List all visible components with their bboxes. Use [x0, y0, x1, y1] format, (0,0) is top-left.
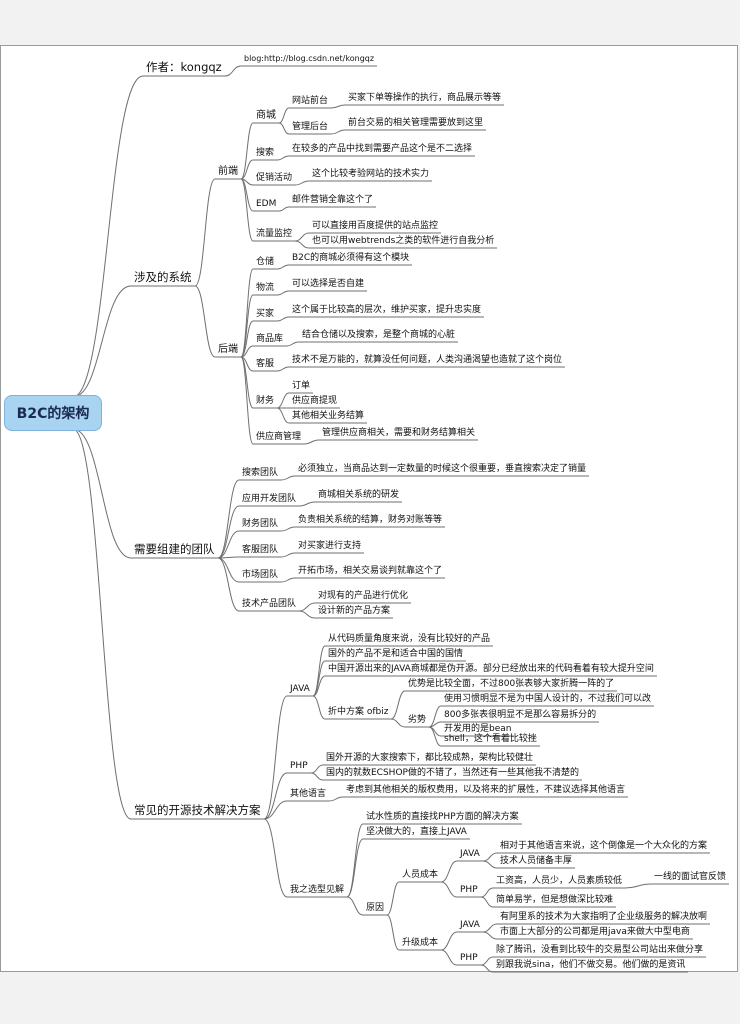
java-note-3[interactable]: 中国开源出来的JAVA商城都是伪开源。部分已经放出来的代码看着有较大提升空间 [328, 664, 654, 674]
traffic-note-1[interactable]: 可以直接用百度提供的站点监控 [312, 221, 439, 231]
ofbiz-con-4[interactable]: shell，这个看着比较挫 [444, 734, 537, 744]
upgrade-java-note-2[interactable]: 市面上大部分的公司都是用java来做大中型电商 [500, 927, 690, 937]
ofbiz-con-3[interactable]: 开发用的是bean [444, 724, 512, 734]
staff-java-node[interactable]: JAVA [460, 849, 480, 859]
team-service-note[interactable]: 对买家进行支持 [298, 541, 362, 551]
finance-item-2[interactable]: 供应商提现 [292, 396, 338, 406]
team-search-note[interactable]: 必须独立，当商品达到一定数量的时候这个很重要，垂直搜索决定了销量 [298, 464, 587, 474]
php-note-2[interactable]: 国内的就数ECSHOP做的不错了，当然还有一些其他我不清楚的 [326, 768, 579, 778]
storefront-note[interactable]: 买家下单等操作的执行，商品展示等等 [348, 93, 502, 103]
promo-node[interactable]: 促销活动 [256, 173, 293, 183]
backend-node[interactable]: 后端 [218, 344, 238, 355]
finance-node[interactable]: 财务 [256, 396, 275, 406]
supplier-node[interactable]: 供应商管理 [256, 432, 302, 442]
frontend-node[interactable]: 前端 [218, 166, 238, 177]
choice-note-1[interactable]: 试水性质的直接找PHP方面的解决方案 [366, 812, 519, 822]
buyer-note[interactable]: 这个属于比较高的层次，维护买家，提升忠实度 [292, 305, 482, 315]
finance-item-1[interactable]: 订单 [292, 381, 311, 391]
staff-php-note-1[interactable]: 工资高，人员少，人员素质较低 [496, 876, 623, 886]
choice-node[interactable]: 我之选型见解 [290, 885, 345, 895]
other-note[interactable]: 考虑到其他相关的版权费用，以及将来的扩展性，不建议选择其他语言 [346, 785, 626, 795]
author-node[interactable]: 作者：kongqz [146, 60, 222, 74]
staff-php-note-1-child[interactable]: 一线的面试官反馈 [654, 872, 727, 882]
team-search-node[interactable]: 搜索团队 [242, 468, 279, 478]
service-note[interactable]: 技术不是万能的，就算没任何问题，人类沟通渴望也造就了这个岗位 [292, 355, 563, 365]
promo-note[interactable]: 这个比较考验网站的技术实力 [312, 169, 430, 179]
logistics-note[interactable]: 可以选择是否自建 [292, 279, 365, 289]
admin-node[interactable]: 管理后台 [292, 122, 329, 132]
team-appdev-node[interactable]: 应用开发团队 [242, 494, 297, 504]
mindmap-canvas [0, 45, 738, 972]
ofbiz-con-2[interactable]: 800多张表很明显不是那么容易拆分的 [444, 710, 597, 720]
team-finance-node[interactable]: 财务团队 [242, 519, 279, 529]
warehouse-node[interactable]: 仓储 [256, 257, 275, 267]
mall-node[interactable]: 商城 [256, 110, 276, 121]
team-market-note[interactable]: 开拓市场，相关交易谈判就靠这个了 [298, 566, 443, 576]
reason-node[interactable]: 原因 [366, 903, 385, 913]
upgrade-java-node[interactable]: JAVA [460, 920, 480, 930]
finance-item-3[interactable]: 其他相关业务结算 [292, 411, 365, 421]
os-other-node[interactable]: 其他语言 [290, 789, 327, 799]
staff-php-node[interactable]: PHP [460, 885, 478, 895]
buyer-node[interactable]: 买家 [256, 309, 275, 319]
catalog-note[interactable]: 结合仓储以及搜索，是整个商城的心脏 [302, 330, 456, 340]
storefront-node[interactable]: 网站前台 [292, 96, 329, 106]
java-note-1[interactable]: 从代码质量角度来说，没有比较好的产品 [328, 634, 491, 644]
catalog-node[interactable]: 商品库 [256, 334, 284, 344]
team-tech-note-2[interactable]: 设计新的产品方案 [318, 606, 391, 616]
staff-cost-node[interactable]: 人员成本 [402, 870, 439, 880]
staff-java-note-1[interactable]: 相对于其他语言来说，这个倒像是一个大众化的方案 [500, 841, 708, 851]
upgrade-php-note-2[interactable]: 别跟我说sina，他们不做交易。他们做的是资讯 [496, 960, 686, 970]
root-node[interactable]: B2C的架构 [4, 395, 102, 431]
opensource-node[interactable]: 常见的开源技术解决方案 [134, 803, 261, 817]
team-tech-node[interactable]: 技术产品团队 [242, 599, 297, 609]
supplier-note[interactable]: 管理供应商相关，需要和财务结算相关 [322, 428, 476, 438]
upgrade-java-note-1[interactable]: 有阿里系的技术为大家指明了企业级服务的解决放啊 [500, 912, 708, 922]
team-appdev-note[interactable]: 商城相关系统的研发 [318, 490, 400, 500]
teams-node[interactable]: 需要组建的团队 [134, 542, 215, 556]
search-note[interactable]: 在较多的产品中找到需要产品这个是不二选择 [292, 144, 473, 154]
team-service-node[interactable]: 客服团队 [242, 545, 279, 555]
team-market-node[interactable]: 市场团队 [242, 570, 279, 580]
choice-note-2[interactable]: 坚决做大的，直接上JAVA [366, 827, 467, 837]
php-note-1[interactable]: 国外开源的大家搜索下，都比较成熟，架构比较健壮 [326, 753, 534, 763]
os-php-node[interactable]: PHP [290, 761, 308, 771]
blog-url-note[interactable]: blog:http://blog.csdn.net/kongqz [244, 54, 375, 63]
team-finance-note[interactable]: 负责相关系统的结算，财务对账等等 [298, 515, 443, 525]
search-node[interactable]: 搜索 [256, 148, 275, 158]
logistics-node[interactable]: 物流 [256, 283, 275, 293]
ofbiz-pro[interactable]: 优势是比较全面，不过800张表够大家折腾一阵的了 [408, 679, 615, 689]
team-tech-note-1[interactable]: 对现有的产品进行优化 [318, 591, 409, 601]
ofbiz-con-1[interactable]: 使用习惯明显不是为中国人设计的，不过我们可以改 [444, 694, 652, 704]
ofbiz-cons-node[interactable]: 劣势 [408, 715, 427, 725]
staff-java-note-2[interactable]: 技术人员储备丰厚 [500, 856, 573, 866]
edm-node[interactable]: EDM [256, 199, 277, 209]
os-java-node[interactable]: JAVA [290, 684, 310, 694]
warehouse-note[interactable]: B2C的商城必须得有这个模块 [292, 253, 410, 263]
upgrade-php-node[interactable]: PHP [460, 953, 478, 963]
upgrade-php-note-1[interactable]: 除了腾讯，没看到比较牛的交易型公司站出来做分享 [496, 945, 704, 955]
upgrade-cost-node[interactable]: 升级成本 [402, 938, 439, 948]
ofbiz-node[interactable]: 折中方案 ofbiz [328, 707, 389, 717]
traffic-node[interactable]: 流量监控 [256, 229, 293, 239]
staff-php-note-2[interactable]: 简单易学，但是想做深比较难 [496, 895, 614, 905]
service-node[interactable]: 客服 [256, 359, 275, 369]
traffic-note-2[interactable]: 也可以用webtrends之类的软件进行自我分析 [312, 236, 495, 246]
java-note-2[interactable]: 国外的产品不是和适合中国的国情 [328, 649, 464, 659]
admin-note[interactable]: 前台交易的相关管理需要放到这里 [348, 118, 484, 128]
edm-note[interactable]: 邮件营销全靠这个了 [292, 195, 374, 205]
systems-node[interactable]: 涉及的系统 [134, 270, 192, 284]
